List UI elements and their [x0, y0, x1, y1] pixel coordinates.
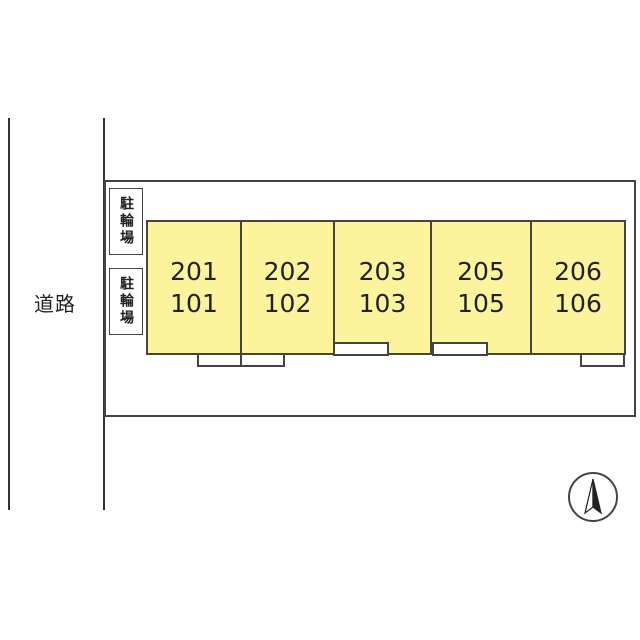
bicycle-parking-2: 駐輪場	[109, 268, 143, 335]
bicycle-parking-1: 駐輪場	[109, 188, 143, 255]
unit-lower-number: 101	[170, 288, 218, 318]
unit-lower-number: 103	[358, 288, 407, 318]
entrance-step	[197, 353, 243, 367]
unit-205-105: 205 105	[430, 220, 532, 355]
road-label: 道路	[34, 292, 76, 316]
road-left-edge	[8, 118, 10, 510]
north-arrow-icon	[584, 478, 602, 515]
entrance-step	[580, 353, 625, 367]
unit-upper-number: 205	[457, 256, 505, 286]
entrance-step	[240, 353, 285, 367]
entrance-step	[432, 342, 488, 356]
unit-lower-number: 106	[554, 288, 602, 318]
unit-upper-number: 202	[263, 256, 312, 286]
unit-201-101: 201 101	[146, 220, 242, 355]
unit-202-102: 202 102	[240, 220, 335, 355]
unit-206-106: 206 106	[530, 220, 626, 355]
entrance-step	[333, 342, 389, 356]
unit-lower-number: 105	[457, 288, 505, 318]
unit-upper-number: 201	[170, 256, 218, 286]
unit-lower-number: 102	[263, 288, 312, 318]
unit-203-103: 203 103	[333, 220, 432, 355]
compass	[568, 472, 618, 522]
unit-upper-number: 203	[358, 256, 407, 286]
unit-upper-number: 206	[554, 256, 602, 286]
